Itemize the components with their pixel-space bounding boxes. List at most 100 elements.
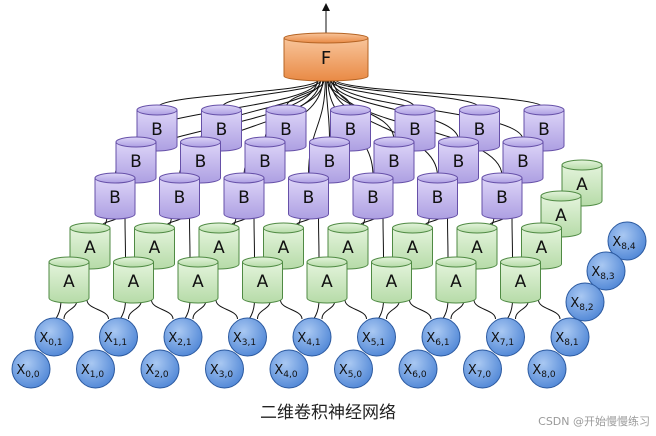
svg-text:X7,1: X7,1 — [491, 331, 514, 348]
a-node: A — [242, 256, 283, 304]
input-node: X8,4 — [607, 221, 647, 261]
a-node: A — [500, 256, 541, 304]
a-node-label: A — [128, 272, 140, 292]
a-node-label: A — [407, 238, 419, 258]
svg-text:X4,1: X4,1 — [297, 331, 320, 348]
input-node: X3,0 — [205, 349, 244, 389]
b-node-label: B — [303, 188, 315, 208]
output-node-f: F — [283, 32, 369, 82]
a-node: A — [48, 256, 90, 304]
edge-b-f — [221, 78, 323, 109]
a-node: A — [435, 256, 477, 304]
input-node-subscript: 5,0 — [348, 370, 363, 380]
b-node-label: B — [216, 120, 228, 140]
svg-text:X1,0: X1,0 — [81, 363, 104, 380]
b-node: B — [502, 136, 544, 184]
input-node-subscript: 6,1 — [435, 338, 449, 348]
b-node-label: B — [517, 152, 529, 172]
b-node: B — [309, 136, 350, 184]
input-node-subscript: 7,0 — [477, 370, 492, 380]
input-node: X2,1 — [163, 317, 203, 357]
a-node-label: A — [321, 272, 333, 292]
input-node-subscript: 1,1 — [113, 338, 127, 348]
edge-b-f — [334, 78, 545, 109]
input-node: X6,0 — [398, 349, 438, 389]
watermark: CSDN @开始慢慢练习 — [538, 415, 650, 428]
input-node-subscript: 2,0 — [154, 370, 169, 380]
input-node: X2,0 — [140, 349, 180, 389]
a-node-label: A — [149, 238, 161, 258]
svg-text:X3,1: X3,1 — [233, 331, 256, 348]
input-node: X1,1 — [99, 317, 138, 357]
svg-text:X0,0: X0,0 — [16, 363, 39, 380]
svg-text:X8,0: X8,0 — [532, 363, 555, 380]
b-node-label: B — [367, 188, 379, 208]
b-node: B — [115, 136, 157, 184]
edge-x-a — [151, 299, 174, 320]
edge-x-a — [538, 299, 561, 320]
edge-x-a — [280, 299, 303, 320]
a-node-label: A — [192, 272, 204, 292]
b-node-label: B — [496, 188, 508, 208]
input-node: X7,0 — [463, 349, 502, 389]
b-node-label: B — [280, 120, 292, 140]
a-node-label: A — [257, 272, 269, 292]
input-node-subscript: 8,2 — [579, 303, 593, 313]
svg-text:X6,1: X6,1 — [426, 331, 449, 348]
b-node: B — [244, 136, 286, 184]
input-node: X8,1 — [550, 317, 590, 357]
b-node-label: B — [453, 152, 465, 172]
b-node-label: B — [195, 152, 207, 172]
input-node-subscript: 8,0 — [541, 370, 556, 380]
svg-text:X7,0: X7,0 — [468, 363, 491, 380]
input-node-subscript: 8,3 — [600, 272, 614, 282]
b-node: B — [180, 136, 221, 184]
svg-text:X2,1: X2,1 — [168, 331, 191, 348]
svg-text:X8,4: X8,4 — [612, 235, 635, 252]
input-node: X6,1 — [421, 317, 461, 357]
b-node: B — [352, 172, 394, 220]
edge-a-b — [318, 215, 320, 261]
svg-text:X4,0: X4,0 — [274, 363, 297, 380]
input-node-subscript: 8,1 — [564, 338, 578, 348]
svg-text:X3,0: X3,0 — [210, 363, 233, 380]
a-node-label: A — [555, 206, 567, 226]
b-node: B — [159, 172, 200, 220]
input-node-subscript: 5,1 — [371, 338, 385, 348]
a-node-label: A — [471, 238, 483, 258]
input-node-subscript: 4,0 — [283, 370, 298, 380]
b-node: B — [201, 104, 242, 152]
svg-text:X0,1: X0,1 — [39, 331, 62, 348]
edge-x-a — [215, 299, 238, 320]
b-node-label: B — [474, 120, 486, 140]
a-node-label: A — [536, 238, 548, 258]
b-node: B — [481, 172, 523, 220]
b-node-label: B — [151, 120, 163, 140]
input-node-subscript: 0,0 — [25, 370, 40, 380]
edge-x-a — [344, 299, 367, 320]
b-node-label: B — [238, 188, 250, 208]
svg-text:X1,1: X1,1 — [104, 331, 127, 348]
input-node: X5,1 — [357, 317, 396, 357]
svg-text:X8,1: X8,1 — [555, 331, 578, 348]
b-node-label: B — [345, 120, 357, 140]
b-node-label: B — [174, 188, 186, 208]
svg-text:X6,0: X6,0 — [403, 363, 426, 380]
edge-b-f — [331, 78, 480, 109]
a-node-label: A — [386, 272, 398, 292]
output-node-f-label: F — [321, 48, 331, 69]
input-node: X4,1 — [292, 317, 332, 357]
input-node-subscript: 4,1 — [306, 338, 320, 348]
svg-text:X8,3: X8,3 — [591, 265, 614, 282]
edge-a-b — [447, 215, 449, 261]
b-node-label: B — [259, 152, 271, 172]
svg-text:X8,2: X8,2 — [570, 296, 593, 313]
b-node: B — [417, 172, 458, 220]
edge-b-f — [329, 78, 438, 177]
input-node: X8,3 — [586, 251, 626, 291]
input-node-subscript: 2,1 — [177, 338, 191, 348]
a-node-label: A — [342, 238, 354, 258]
svg-text:X5,0: X5,0 — [339, 363, 362, 380]
input-node-subscript: 8,4 — [621, 242, 636, 252]
